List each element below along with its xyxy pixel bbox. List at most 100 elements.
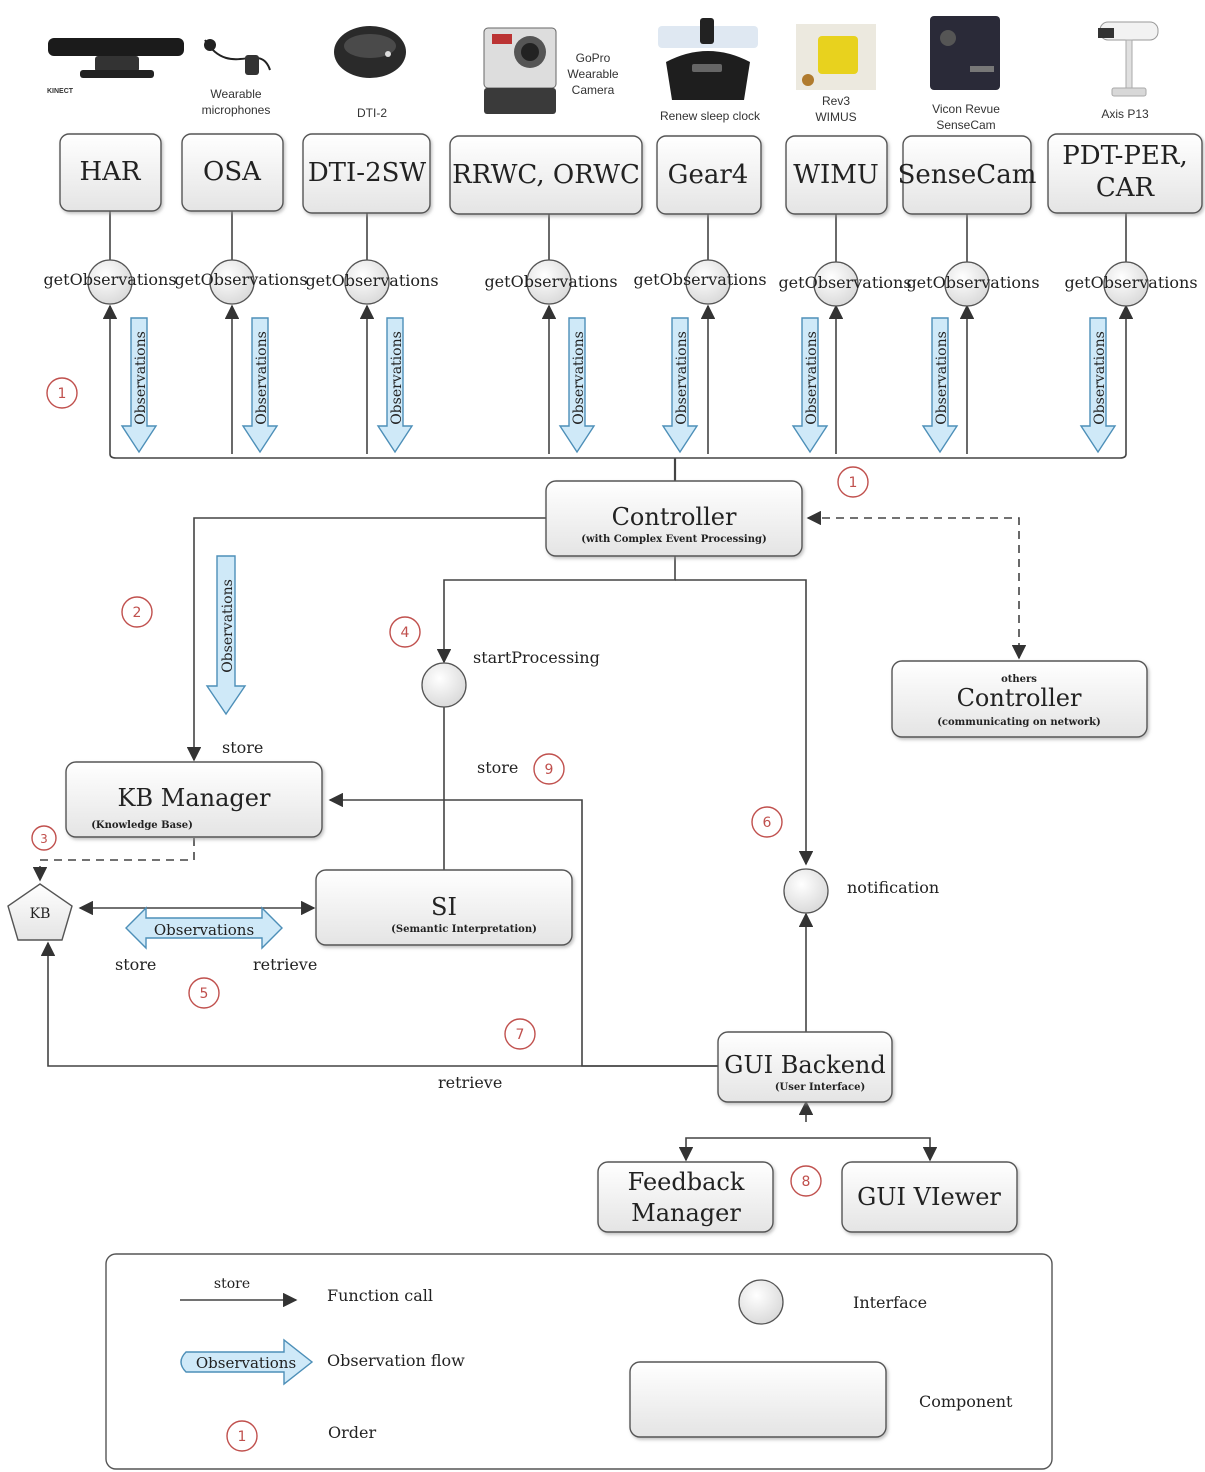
observation-flow-arrow: Observations (376, 317, 414, 454)
start-processing-interface: startProcessing (421, 648, 600, 708)
svg-text:Observations: Observations (674, 331, 690, 425)
order-marker: 2 (121, 596, 153, 628)
svg-text:SI: SI (431, 893, 457, 921)
svg-text:store: store (214, 1276, 250, 1292)
svg-text:OSA: OSA (203, 157, 262, 187)
retrieve-label: retrieve (253, 955, 317, 974)
svg-text:2: 2 (133, 605, 142, 621)
observation-flow-arrow: Observations (125, 906, 283, 950)
sensor-box-sensecam: SenseCam (898, 135, 1036, 215)
device-label: Wearable (210, 87, 261, 101)
device-label: microphones (202, 103, 271, 117)
legend: store Function call Observations Observa… (105, 1253, 1053, 1470)
sensor-box-gear4: Gear4 (656, 135, 762, 215)
svg-text:Function call: Function call (327, 1286, 433, 1305)
order-markers: 1 1 2 3 4 5 6 7 8 9 (31, 377, 869, 1197)
svg-text:CAR: CAR (1096, 173, 1156, 203)
device-label: Rev3 (822, 94, 850, 108)
si-box: SI (Semantic Interpretation) (315, 869, 573, 946)
sensor-box-pdt-per-car: PDT-PER, CAR (1047, 133, 1203, 214)
device-label: KINECT (47, 88, 74, 95)
interface-label: getObservations (305, 271, 438, 290)
sensor-components: HAR OSA DTI-2SW RRWC, ORWC Gear4 WIMU Se… (59, 133, 1203, 215)
gopro-image (483, 27, 557, 114)
device-label: Vicon Revue (932, 102, 1000, 116)
svg-text:3: 3 (40, 832, 48, 846)
interface-circle (344, 259, 390, 305)
svg-text:Observations: Observations (1092, 331, 1108, 425)
observation-flows: Observations Observations Observations O… (120, 317, 1117, 950)
interface-label: getObservations (43, 270, 176, 289)
order-marker: 9 (533, 753, 565, 785)
svg-text:Observations: Observations (934, 331, 950, 425)
interface-label: getObservations (906, 273, 1039, 292)
device-label: Renew sleep clock (660, 109, 761, 123)
svg-text:1: 1 (238, 1429, 247, 1445)
gui-backend-box: GUI Backend (User Interface) (717, 1031, 893, 1103)
observation-flow-arrow: Observations (791, 317, 829, 454)
svg-text:Observations: Observations (254, 331, 270, 425)
sensor-box-wimu: WIMU (785, 135, 888, 215)
interface-circle (944, 261, 990, 307)
interface-circle (685, 259, 731, 305)
observation-flow-arrow: Observations (921, 317, 959, 454)
device-label: GoPro (576, 51, 611, 65)
wimu-image (796, 24, 876, 90)
order-marker: 1 (837, 466, 869, 498)
svg-text:Observation flow: Observation flow (327, 1351, 465, 1370)
svg-text:(User Interface): (User Interface) (775, 1082, 865, 1093)
interface-circle (87, 259, 133, 305)
svg-text:Controller: Controller (612, 503, 737, 531)
notification-interface: notification (783, 868, 939, 914)
svg-text:1: 1 (58, 386, 67, 402)
microphone-image (204, 39, 271, 75)
device-photos (48, 16, 1159, 114)
order-marker: 3 (31, 825, 57, 851)
sensor-box-rrwc-orwc: RRWC, ORWC (449, 135, 643, 215)
device-label: Axis P13 (1101, 107, 1149, 121)
order-marker: 5 (188, 977, 220, 1009)
device-label: Camera (572, 83, 615, 97)
device-label: Wearable (567, 67, 618, 81)
svg-text:others: others (1001, 674, 1037, 685)
svg-text:KB: KB (30, 906, 51, 922)
device-label: DTI-2 (357, 106, 387, 120)
sensor-box-har: HAR (59, 133, 162, 212)
svg-text:Observations: Observations (220, 579, 236, 673)
observation-flow-arrow: Observations (241, 317, 279, 454)
svg-text:Manager: Manager (631, 1199, 741, 1227)
svg-text:6: 6 (763, 815, 772, 831)
legend-observation-flow: Observations Observation flow (180, 1338, 465, 1386)
observation-flow-arrow: Observations (205, 555, 247, 716)
device-label: SenseCam (936, 118, 995, 132)
gui-viewer-box: GUI VIewer (841, 1161, 1018, 1233)
svg-text:(with Complex Event Processing: (with Complex Event Processing) (581, 534, 766, 545)
interface-circle (813, 261, 859, 307)
svg-text:DTI-2SW: DTI-2SW (308, 158, 427, 188)
edge-labels: store store store retrieve retrieve (115, 738, 518, 1092)
svg-text:Interface: Interface (853, 1293, 927, 1312)
svg-text:(communicating on network): (communicating on network) (937, 717, 1101, 728)
svg-text:Observations: Observations (804, 331, 820, 425)
legend-order: 1 Order (226, 1420, 376, 1452)
dti2-image (334, 26, 406, 78)
svg-text:Observations: Observations (133, 331, 149, 425)
store-label: store (477, 758, 518, 777)
sleep-clock-image (658, 18, 758, 100)
svg-text:RRWC, ORWC: RRWC, ORWC (452, 160, 640, 190)
svg-text:8: 8 (802, 1174, 811, 1190)
svg-text:9: 9 (545, 762, 554, 778)
legend-component: Component (629, 1361, 1013, 1438)
svg-text:Component: Component (919, 1392, 1013, 1411)
device-label: WIMUS (815, 110, 856, 124)
observation-flow-arrow: Observations (120, 317, 158, 454)
connectors (32, 211, 1134, 1162)
interface-label: getObservations (484, 272, 617, 291)
sensecam-image (930, 16, 1000, 90)
svg-text:Feedback: Feedback (628, 1168, 745, 1196)
feedback-manager-box: Feedback Manager (597, 1161, 774, 1233)
svg-text:GUI VIewer: GUI VIewer (857, 1183, 1001, 1211)
kb-pentagon: KB (7, 883, 73, 941)
start-processing-label: startProcessing (473, 648, 600, 667)
